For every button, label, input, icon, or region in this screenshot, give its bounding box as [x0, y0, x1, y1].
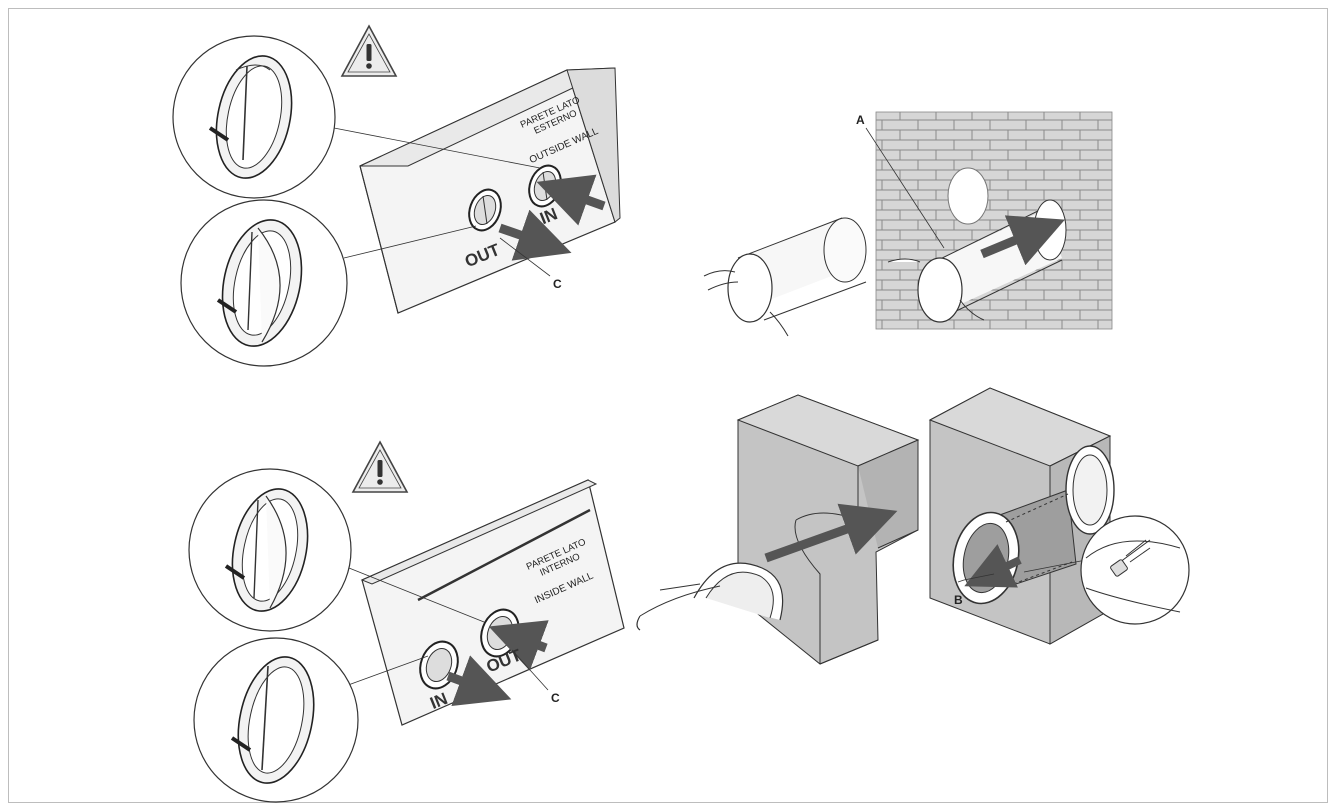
tube-in-wall [887, 199, 1067, 323]
callout-c-inside: C [551, 691, 560, 705]
arrow-out-inside [488, 620, 549, 671]
panel-outside-wall: PARETE LATO ESTERNO OUTSIDE WALL IN OUT … [172, 24, 621, 367]
arrow-tube-insert [980, 215, 1065, 266]
brick-wall [875, 111, 1113, 330]
arrow-in-inside [446, 655, 512, 707]
panel-tube-insertion: A [703, 111, 1113, 337]
arrow-in-outside [536, 174, 606, 226]
detail-circle-hook [1080, 515, 1190, 625]
label-in-outside: IN [537, 204, 560, 228]
tube-outside [703, 217, 868, 337]
inside-wall-block [360, 479, 625, 726]
half-ring-with-hook [636, 562, 784, 631]
cut-block [736, 394, 920, 665]
vent-out-outside [468, 188, 502, 232]
panel-inside-wall: PARETE LATO INTERNO INSIDE WALL OUT IN C [188, 440, 625, 803]
detail-circle-closed-inside [193, 637, 359, 803]
arrow-out-outside [498, 209, 572, 261]
panel-block-assembly: B [636, 387, 1190, 665]
warning-icon [351, 440, 409, 493]
detail-circle-open-inside [188, 468, 352, 632]
callout-b: B [954, 593, 963, 607]
callout-c-outside: C [553, 277, 562, 291]
detail-circle-open-outside [180, 199, 348, 367]
detail-circle-closed-outside [172, 35, 336, 199]
warning-icon [340, 24, 398, 77]
wall-hole [947, 167, 989, 225]
callout-a: A [856, 113, 865, 127]
arrow-block-insert [764, 503, 898, 563]
label-in-inside: IN [427, 689, 450, 713]
arrow-ring-out [964, 544, 1022, 588]
page-frame [8, 8, 1328, 803]
